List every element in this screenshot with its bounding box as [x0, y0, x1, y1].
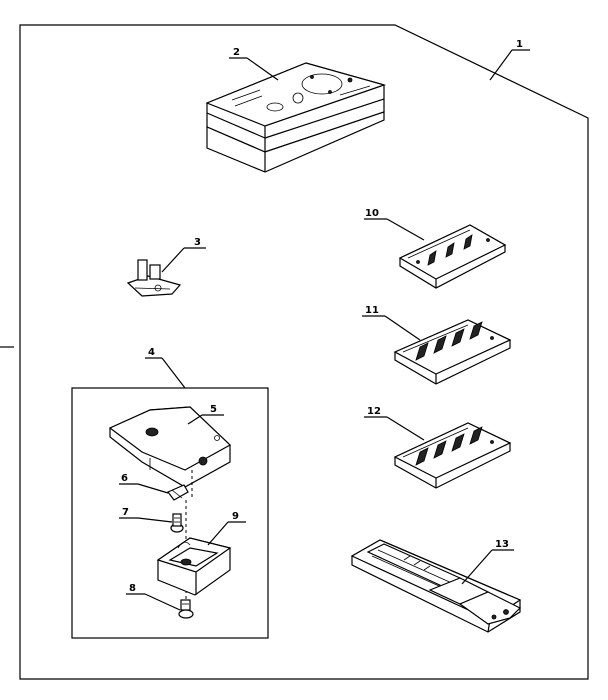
lower-screw — [178, 599, 194, 619]
callout-8: 8 — [126, 583, 181, 611]
callout-9: 9 — [207, 511, 246, 546]
slide-attachment — [350, 539, 522, 633]
kit-outline — [19, 24, 589, 680]
needle-plate-a — [398, 224, 507, 289]
callout-label-3: 3 — [194, 237, 201, 248]
callout-12: 12 — [364, 406, 425, 441]
callout-13: 13 — [461, 539, 514, 585]
callout-5: 5 — [187, 404, 224, 425]
needle-plate-c — [393, 422, 512, 489]
callout-1: 1 — [489, 39, 530, 81]
callout-label-4: 4 — [148, 347, 155, 358]
callout-label-7: 7 — [122, 507, 129, 518]
callout-label-13: 13 — [495, 539, 509, 550]
callout-label-9: 9 — [232, 511, 239, 522]
callout-label-2: 2 — [233, 47, 240, 58]
callout-7: 7 — [119, 507, 173, 523]
callout-label-12: 12 — [367, 406, 381, 417]
callout-2: 2 — [229, 47, 279, 81]
callout-10: 10 — [364, 208, 425, 241]
upper-screw — [170, 513, 184, 533]
needle-plate-b — [393, 319, 512, 385]
callout-label-8: 8 — [129, 583, 136, 594]
callout-4: 4 — [145, 347, 186, 389]
callout-6: 6 — [119, 473, 169, 494]
spring-clip — [167, 484, 189, 501]
callout-label-6: 6 — [121, 473, 128, 484]
base-bracket — [156, 537, 232, 596]
callout-label-11: 11 — [365, 305, 379, 316]
cover-plate — [108, 406, 232, 488]
subassembly-frame — [71, 387, 269, 639]
storage-box — [205, 62, 387, 173]
callout-11: 11 — [362, 305, 421, 341]
callout-label-1: 1 — [516, 39, 523, 50]
callout-label-10: 10 — [365, 208, 379, 219]
callout-3: 3 — [161, 237, 206, 273]
callout-label-5: 5 — [210, 404, 217, 415]
presser-foot — [126, 259, 182, 297]
